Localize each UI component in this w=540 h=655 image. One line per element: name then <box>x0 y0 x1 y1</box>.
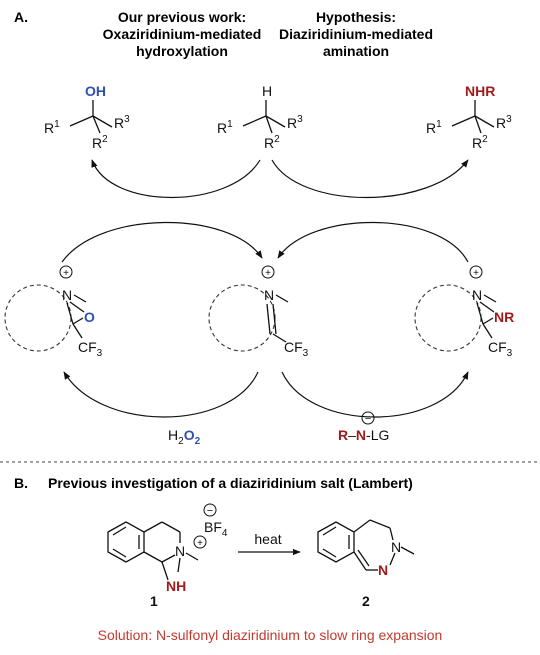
hydroxyl-group: OH <box>85 83 106 99</box>
tetrafluoroborate: BF4 <box>204 519 228 539</box>
svg-text:R3: R3 <box>287 114 303 131</box>
arrow-iminium-to-oxaz <box>63 371 259 418</box>
right-title-line3: amination <box>323 43 389 59</box>
product-alcohol: OH R1 R3 R2 <box>44 83 130 151</box>
arrow-to-alcohol <box>91 159 261 199</box>
substrate-alkane: H R1 R3 R2 <box>217 83 303 151</box>
svg-text:R3: R3 <box>496 114 512 131</box>
product-amine: NHR R1 R3 R2 <box>426 83 512 151</box>
svg-text:R3: R3 <box>114 114 130 131</box>
compound-2: N N 2 <box>317 519 415 609</box>
diaziridine-nr: NR <box>494 309 514 325</box>
ring-expanded-nitrogen: N <box>378 562 388 578</box>
solution-text: Solution: N-sulfonyl diaziridinium to sl… <box>98 627 443 643</box>
arrow-diaz-to-iminium <box>277 221 469 263</box>
left-title-line1: Our previous work: <box>118 9 246 25</box>
svg-text:R1: R1 <box>426 119 442 136</box>
svg-text:N: N <box>62 287 72 303</box>
svg-text:R2: R2 <box>264 134 280 151</box>
section-a-letter: A. <box>14 9 28 25</box>
diaziridine-nh: NH <box>166 578 186 594</box>
svg-text:N: N <box>472 287 482 303</box>
svg-text:−: − <box>365 413 371 425</box>
svg-text:+: + <box>197 538 203 549</box>
svg-text:R1: R1 <box>217 119 233 136</box>
svg-text:+: + <box>63 268 69 279</box>
svg-text:N: N <box>175 543 185 559</box>
svg-text:R2: R2 <box>92 134 108 151</box>
diaziridinium: + N NR CF3 <box>414 265 514 359</box>
arrow-iminium-to-diaz <box>281 371 469 418</box>
svg-text:−: − <box>207 505 213 517</box>
svg-text:R1: R1 <box>44 119 60 136</box>
svg-text:R2: R2 <box>472 134 488 151</box>
amine-group: NHR <box>465 83 495 99</box>
left-title-line3: hydroxylation <box>136 43 228 59</box>
left-title-line2: Oxaziridinium-mediated <box>103 26 262 42</box>
svg-text:CF3: CF3 <box>284 339 309 359</box>
section-b-letter: B. <box>14 475 28 491</box>
compound-1-label: 1 <box>150 593 158 609</box>
svg-text:+: + <box>473 268 479 279</box>
svg-text:CF3: CF3 <box>78 339 103 359</box>
svg-text:H: H <box>262 83 272 99</box>
arrow-to-amine <box>271 159 469 199</box>
svg-text:N: N <box>264 287 274 303</box>
oxaziridinium: + N O CF3 <box>4 265 103 359</box>
right-title-line2: Diaziridinium-mediated <box>279 26 433 42</box>
compound-1: N NH + − BF4 1 <box>107 503 228 609</box>
iminium: + N CF3 <box>208 265 309 359</box>
svg-text:+: + <box>265 268 271 279</box>
svg-text:CF3: CF3 <box>488 339 513 359</box>
arrow-oxaz-to-iminium <box>61 221 263 263</box>
oxaziridine-oxygen: O <box>84 309 95 325</box>
compound-2-label: 2 <box>362 593 370 609</box>
reagent-nitrogen-source: − R–N-LG <box>338 411 389 443</box>
reaction-condition: heat <box>254 531 281 547</box>
right-title-line1: Hypothesis: <box>316 9 396 25</box>
svg-text:R–N-LG: R–N-LG <box>338 427 389 443</box>
svg-text:N: N <box>391 539 401 555</box>
section-b-title: Previous investigation of a diaziridiniu… <box>48 475 413 491</box>
reagent-hydrogen-peroxide: H2O2 <box>168 427 201 447</box>
